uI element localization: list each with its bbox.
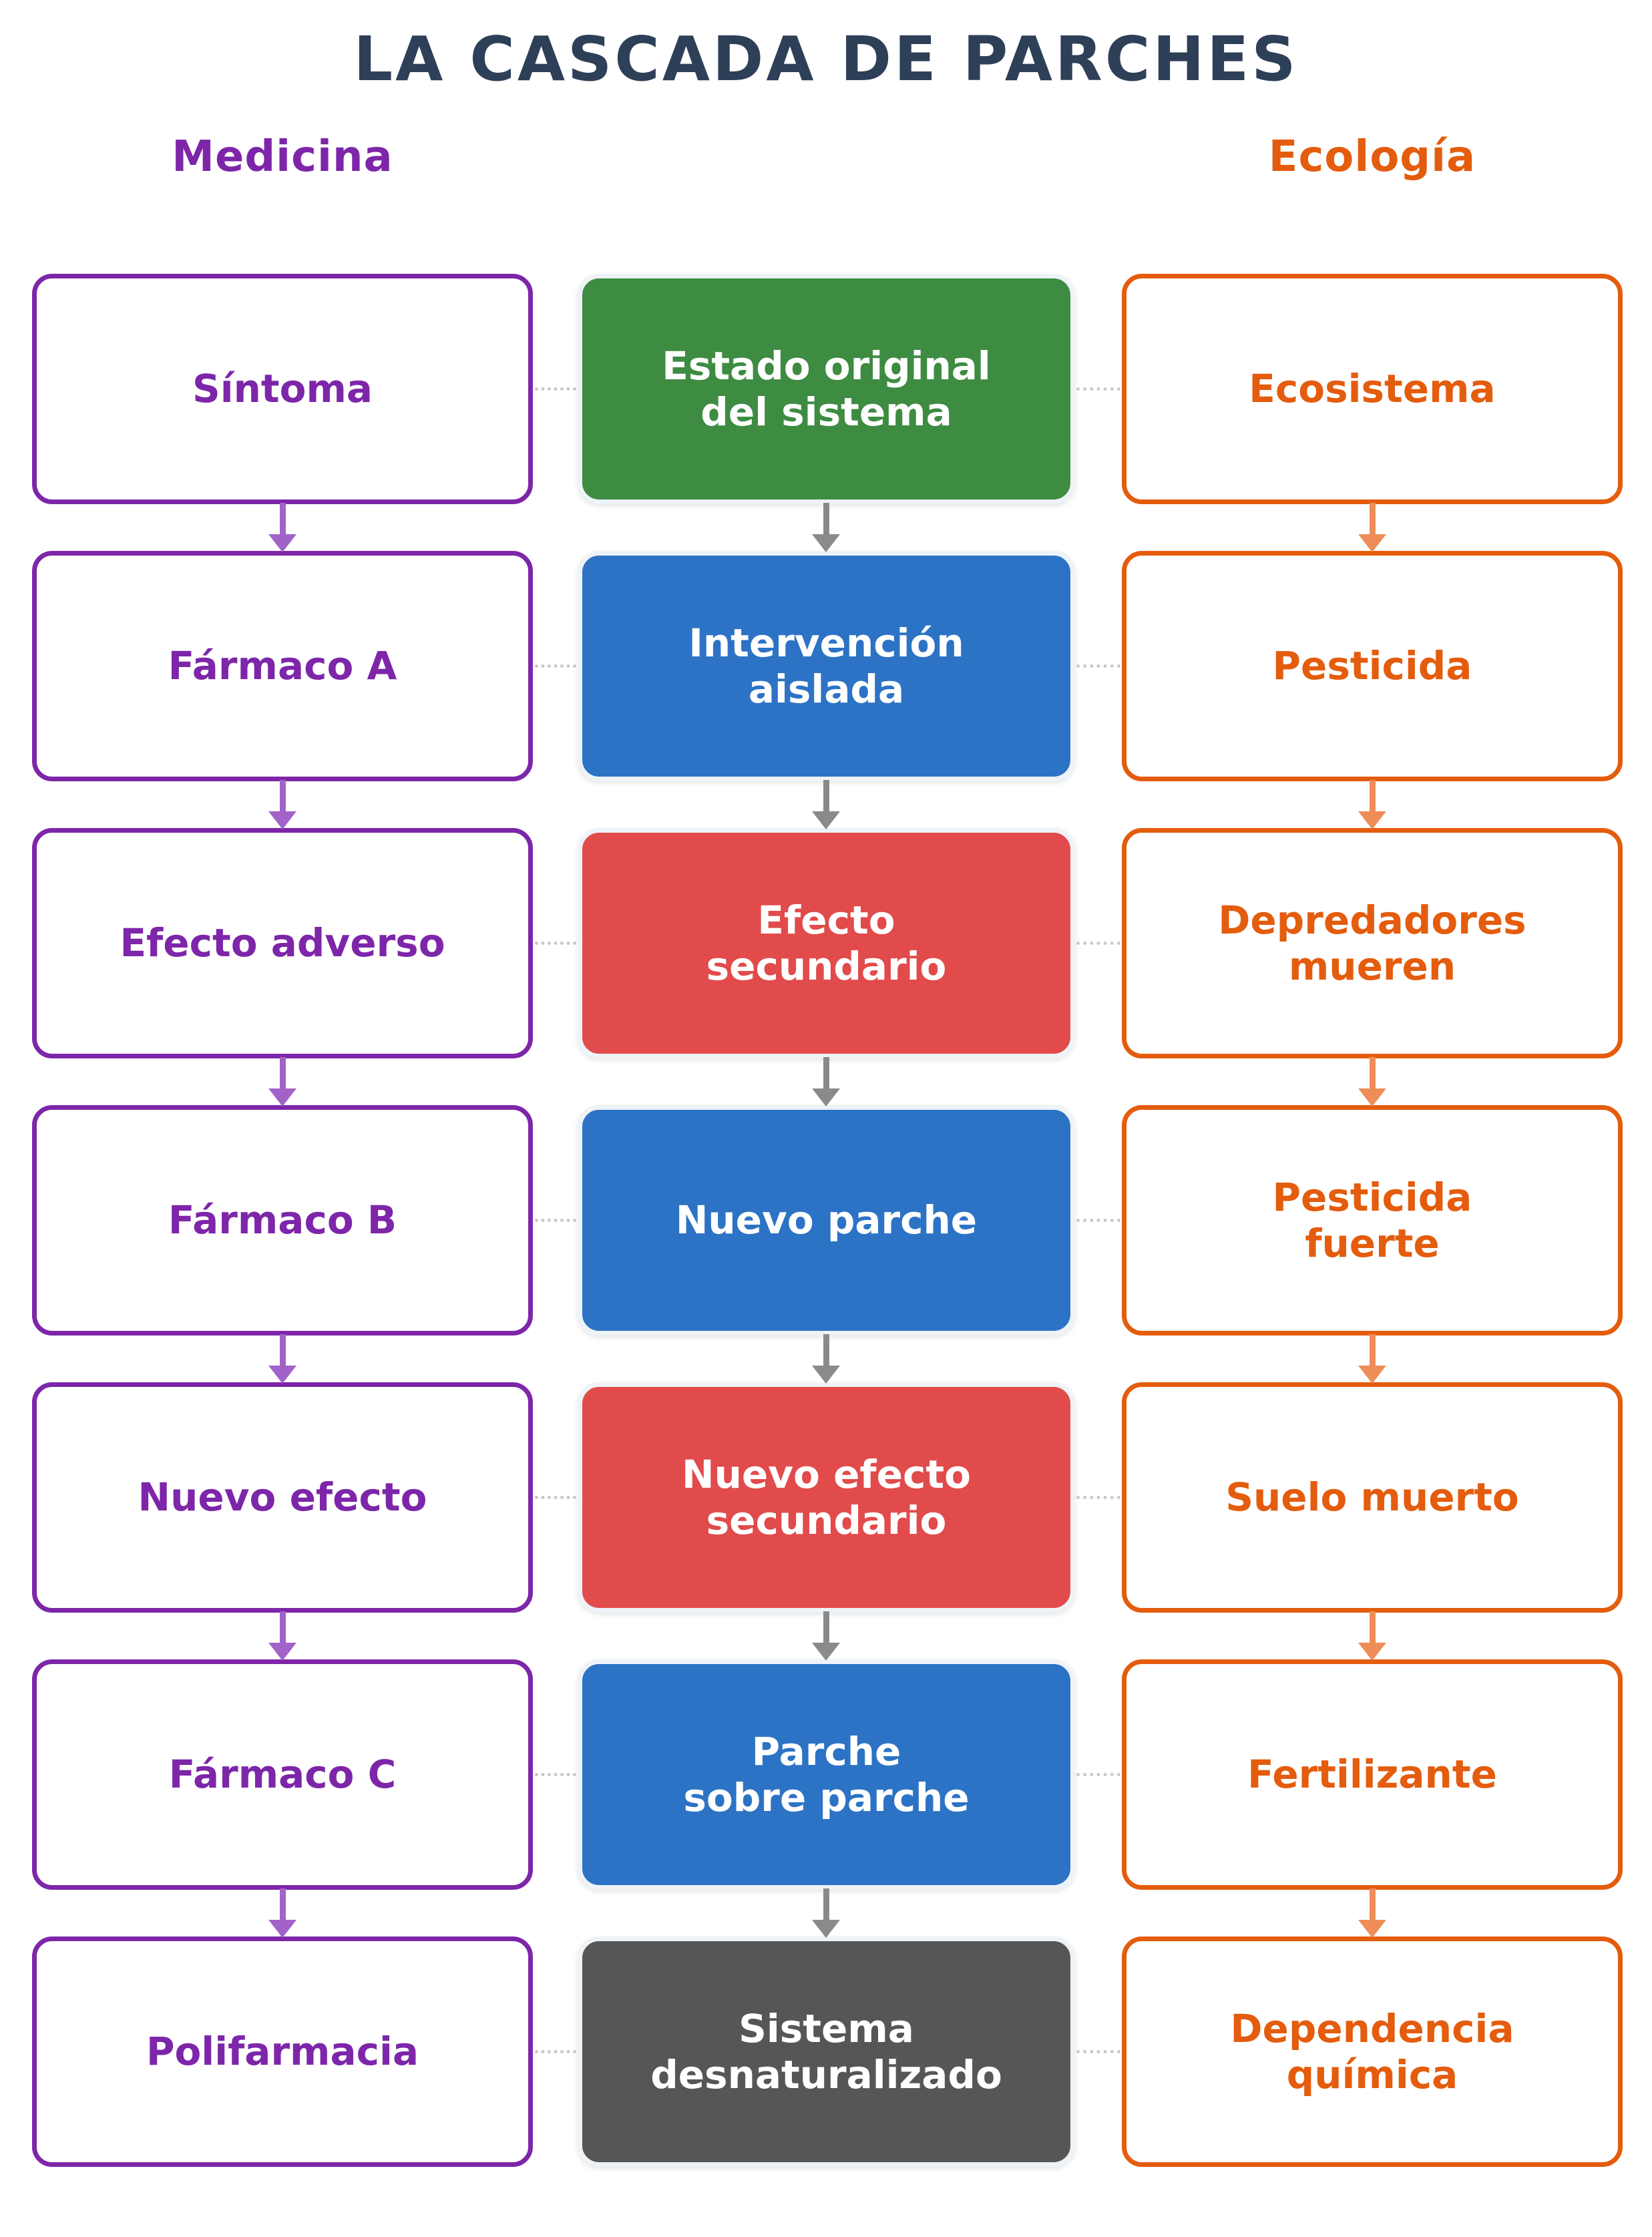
dashed-connector (535, 2050, 576, 2053)
system-node-label: Parche sobre parche (683, 1729, 970, 1820)
dashed-connector (1076, 664, 1120, 668)
dashed-connector (1076, 2050, 1120, 2053)
medicine-node-label: Síntoma (192, 366, 373, 412)
system-node-label: Nuevo efecto secundario (682, 1452, 971, 1543)
row-7: Polifarmacia Sistema desnaturalizado Dep… (0, 1937, 1652, 2167)
dashed-connector (535, 664, 576, 668)
system-node-parche-sobre-parche: Parche sobre parche (578, 1659, 1075, 1890)
down-arrow-icon (810, 503, 842, 552)
ecology-node-label: Pesticida (1272, 643, 1472, 689)
down-arrow-icon (1356, 1888, 1388, 1938)
medicine-node-farmaco-a: Fármaco A (32, 551, 533, 781)
dashed-connector (1076, 387, 1120, 391)
dashed-connector (1076, 1773, 1120, 1776)
dashed-connector (1076, 1496, 1120, 1499)
system-node-label: Intervención aislada (688, 620, 964, 712)
row-1: Síntoma Estado original del sistema Ecos… (0, 274, 1652, 504)
dashed-connector (535, 387, 576, 391)
down-arrow-icon (266, 1057, 298, 1106)
row-3: Efecto adverso Efecto secundario Depreda… (0, 828, 1652, 1058)
down-arrow-icon (266, 780, 298, 829)
ecology-node-label: Fertilizante (1247, 1752, 1497, 1798)
ecology-node-dependencia-quimica: Dependencia química (1122, 1937, 1623, 2167)
down-arrow-icon (810, 1334, 842, 1384)
row-2: Fármaco A Intervención aislada Pesticida (0, 551, 1652, 781)
system-node-label: Sistema desnaturalizado (650, 2006, 1002, 2097)
dashed-connector (535, 1496, 576, 1499)
system-node-nuevo-efecto-secundario: Nuevo efecto secundario (578, 1382, 1075, 1613)
system-node-sistema-desnaturalizado: Sistema desnaturalizado (578, 1937, 1075, 2167)
row-5: Nuevo efecto Nuevo efecto secundario Sue… (0, 1382, 1652, 1613)
dashed-connector (535, 1773, 576, 1776)
dashed-connector (535, 942, 576, 945)
down-arrow-icon (810, 1888, 842, 1938)
down-arrow-icon (266, 1334, 298, 1384)
ecology-node-suelo-muerto: Suelo muerto (1122, 1382, 1623, 1613)
system-node-estado-original: Estado original del sistema (578, 274, 1075, 504)
ecology-node-pesticida-fuerte: Pesticida fuerte (1122, 1105, 1623, 1336)
system-node-label: Efecto secundario (706, 897, 947, 989)
ecology-node-label: Ecosistema (1249, 366, 1496, 412)
ecology-column-header: Ecología (1268, 132, 1476, 182)
down-arrow-icon (1356, 1057, 1388, 1106)
medicine-node-farmaco-c: Fármaco C (32, 1659, 533, 1890)
ecology-node-fertilizante: Fertilizante (1122, 1659, 1623, 1890)
medicine-node-farmaco-b: Fármaco B (32, 1105, 533, 1336)
row-6: Fármaco C Parche sobre parche Fertilizan… (0, 1659, 1652, 1890)
down-arrow-icon (1356, 1611, 1388, 1661)
system-node-efecto-secundario: Efecto secundario (578, 828, 1075, 1058)
down-arrow-icon (1356, 503, 1388, 552)
system-node-label: Nuevo parche (675, 1197, 978, 1243)
page-title: LA CASCADA DE PARCHES (353, 23, 1299, 95)
medicine-node-label: Fármaco C (168, 1752, 397, 1798)
down-arrow-icon (266, 503, 298, 552)
ecology-node-label: Depredadores mueren (1218, 897, 1526, 989)
medicine-node-nuevo-efecto: Nuevo efecto (32, 1382, 533, 1613)
ecology-node-label: Suelo muerto (1225, 1474, 1519, 1520)
ecology-node-depredadores: Depredadores mueren (1122, 828, 1623, 1058)
medicine-node-label: Polifarmacia (146, 2029, 419, 2075)
row-4: Fármaco B Nuevo parche Pesticida fuerte (0, 1105, 1652, 1336)
system-node-label: Estado original del sistema (662, 343, 991, 435)
down-arrow-icon (810, 1611, 842, 1661)
down-arrow-icon (266, 1611, 298, 1661)
medicine-node-label: Efecto adverso (120, 920, 445, 966)
dashed-connector (1076, 942, 1120, 945)
medicine-node-polifarmacia: Polifarmacia (32, 1937, 533, 2167)
down-arrow-icon (810, 1057, 842, 1106)
medicine-node-label: Fármaco B (168, 1197, 397, 1243)
medicine-column-header: Medicina (172, 132, 393, 182)
ecology-node-pesticida: Pesticida (1122, 551, 1623, 781)
system-node-intervencion: Intervención aislada (578, 551, 1075, 781)
ecology-node-label: Dependencia química (1230, 2006, 1514, 2097)
down-arrow-icon (1356, 1334, 1388, 1384)
ecology-node-label: Pesticida fuerte (1272, 1175, 1472, 1266)
down-arrow-icon (266, 1888, 298, 1938)
dashed-connector (535, 1219, 576, 1222)
medicine-node-efecto-adverso: Efecto adverso (32, 828, 533, 1058)
system-node-nuevo-parche: Nuevo parche (578, 1105, 1075, 1336)
medicine-node-label: Nuevo efecto (138, 1474, 427, 1520)
medicine-node-sintoma: Síntoma (32, 274, 533, 504)
dashed-connector (1076, 1219, 1120, 1222)
down-arrow-icon (810, 780, 842, 829)
down-arrow-icon (1356, 780, 1388, 829)
medicine-node-label: Fármaco A (168, 643, 397, 689)
ecology-node-ecosistema: Ecosistema (1122, 274, 1623, 504)
